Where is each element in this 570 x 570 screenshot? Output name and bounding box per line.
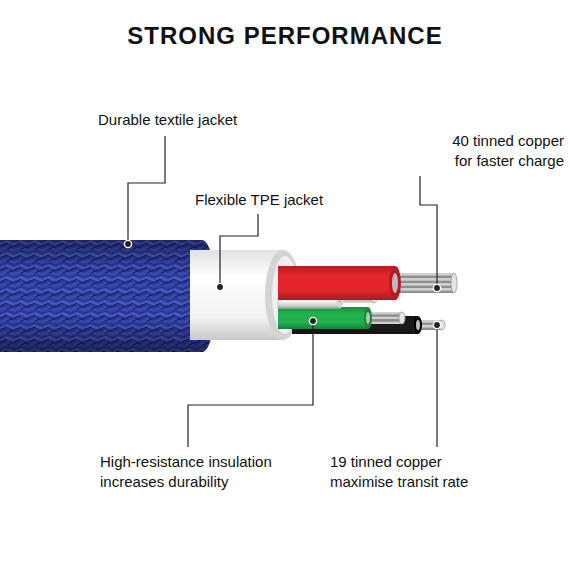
copper-strand — [395, 280, 454, 283]
green-wire — [278, 307, 405, 329]
insulation-shade — [278, 307, 368, 329]
leader-line — [420, 176, 437, 288]
callout-label: 40 tinned copper for faster charge — [434, 131, 564, 171]
wire-end — [414, 316, 422, 334]
copper-strand — [368, 321, 402, 324]
textile-jacket — [0, 240, 216, 352]
copper-strand — [395, 290, 454, 293]
strand-root — [392, 273, 398, 293]
copper-strand — [395, 273, 454, 276]
copper-strand — [368, 317, 402, 320]
leader-dot — [309, 317, 316, 324]
insulation — [278, 266, 395, 300]
red-wire — [278, 266, 457, 300]
wire-end — [389, 266, 401, 300]
title: STRONG PERFORMANCE — [0, 22, 570, 50]
copper-strand — [368, 312, 402, 315]
copper-strand — [395, 285, 454, 288]
copper-strand — [395, 275, 454, 278]
leader-lines — [124, 136, 440, 447]
insulation — [278, 307, 368, 329]
callout-label: High-resistance insulation increases dur… — [100, 452, 300, 492]
copper-strand — [395, 283, 454, 286]
leader — [216, 214, 258, 291]
leader — [188, 317, 317, 447]
copper-strand — [395, 278, 454, 281]
leader — [420, 176, 441, 292]
strand-tip — [451, 273, 457, 293]
callout-label: Flexible TPE jacket — [195, 190, 323, 210]
leader — [124, 136, 165, 248]
leader-dot — [124, 240, 131, 247]
leader-line — [220, 214, 258, 287]
leader-dot — [433, 321, 440, 328]
strand-tip — [399, 312, 405, 324]
strand-root — [416, 320, 420, 330]
leader-line — [128, 136, 165, 244]
leader-dot — [433, 284, 440, 291]
callout-label: 19 tinned copper maximise transit rate — [330, 452, 495, 492]
wires — [278, 266, 457, 334]
callout-label: Durable textile jacket — [98, 110, 237, 130]
leader-line — [188, 321, 313, 447]
copper-strand — [368, 314, 402, 317]
leader-line — [436, 325, 437, 447]
copper-strand — [340, 300, 374, 303]
copper-strand — [368, 319, 402, 322]
insulation-shade — [278, 266, 395, 300]
leader-dot — [216, 283, 223, 290]
copper-strand — [395, 288, 454, 291]
wire-end — [364, 307, 372, 329]
strand-root — [366, 312, 370, 324]
leader — [433, 321, 440, 447]
